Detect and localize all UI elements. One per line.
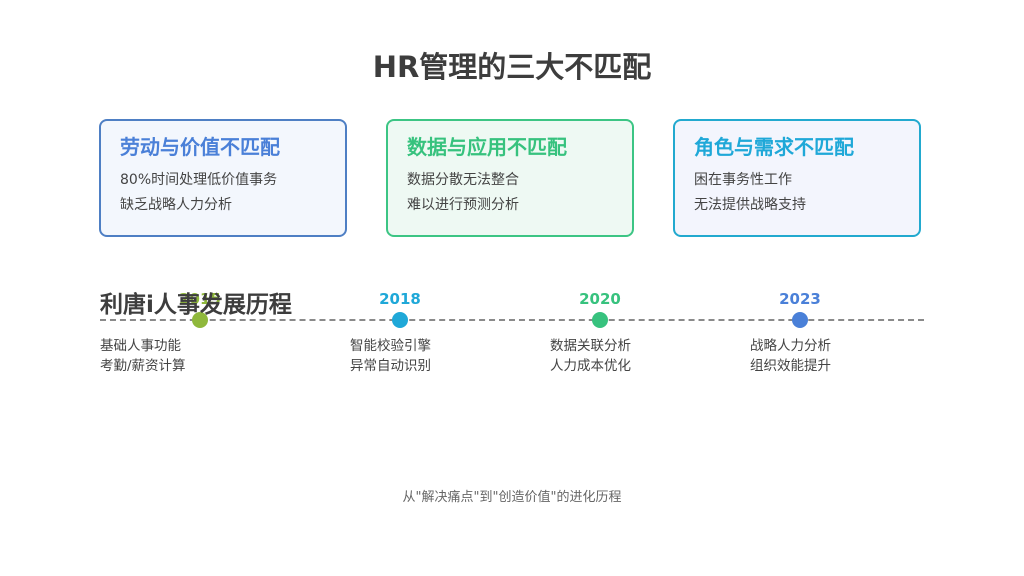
page-title: HR管理的三大不匹配 <box>372 50 652 84</box>
card-line: 缺乏战略人力分析 <box>120 197 232 213</box>
card-title: 角色与需求不匹配 <box>694 135 854 159</box>
milestone-dot <box>592 312 608 328</box>
milestone-line: 基础人事功能 <box>100 338 181 354</box>
card-title: 数据与应用不匹配 <box>407 135 567 159</box>
milestone-description: 基础人事功能 考勤/薪资计算 <box>100 336 186 376</box>
milestone-year-2015: 2015 <box>179 290 221 308</box>
footer-caption: 从"解决痛点"到"创造价值"的进化历程 <box>402 490 622 505</box>
milestone-line: 人力成本优化 <box>550 358 631 374</box>
milestone-line: 战略人力分析 <box>750 338 831 354</box>
milestone-dot <box>392 312 408 328</box>
card-line: 无法提供战略支持 <box>694 197 806 213</box>
mismatch-card-data-application: 数据与应用不匹配 数据分散无法整合 难以进行预测分析 <box>386 119 634 237</box>
card-line: 80%时间处理低价值事务 <box>120 172 278 188</box>
milestone-year-2020: 2020 <box>579 290 621 308</box>
timeline-title: 利唐i人事发展历程 <box>100 292 292 318</box>
milestone-line: 数据关联分析 <box>550 338 631 354</box>
milestone-year-2018: 2018 <box>379 290 421 308</box>
milestone-line: 智能校验引擎 <box>350 338 431 354</box>
milestone-line: 组织效能提升 <box>750 358 831 374</box>
card-line: 数据分散无法整合 <box>407 172 519 188</box>
card-title: 劳动与价值不匹配 <box>120 135 280 159</box>
mismatch-card-role-demand: 角色与需求不匹配 困在事务性工作 无法提供战略支持 <box>673 119 921 237</box>
card-line: 困在事务性工作 <box>694 172 792 188</box>
milestone-description: 战略人力分析 组织效能提升 <box>750 336 831 376</box>
milestone-dot <box>792 312 808 328</box>
milestone-year-2023: 2023 <box>779 290 821 308</box>
milestone-line: 考勤/薪资计算 <box>100 358 186 374</box>
mismatch-card-labor-value: 劳动与价值不匹配 80%时间处理低价值事务 缺乏战略人力分析 <box>99 119 347 237</box>
timeline-dashed-line <box>100 319 924 321</box>
card-line: 难以进行预测分析 <box>407 197 519 213</box>
milestone-line: 异常自动识别 <box>350 358 431 374</box>
milestone-description: 智能校验引擎 异常自动识别 <box>350 336 431 376</box>
milestone-description: 数据关联分析 人力成本优化 <box>550 336 631 376</box>
milestone-dot <box>192 312 208 328</box>
